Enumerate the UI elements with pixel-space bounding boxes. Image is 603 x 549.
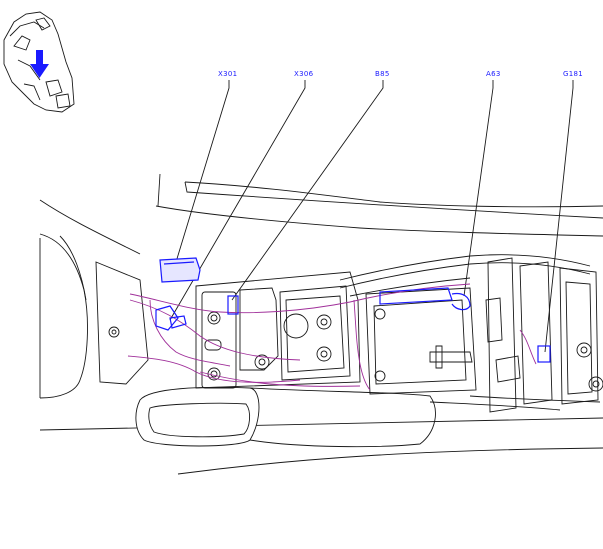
- component-b85: [227, 295, 239, 315]
- locator-thumbnail: [3, 11, 75, 113]
- leader-b85: [231, 80, 384, 301]
- component-a63: [379, 287, 471, 311]
- callout-a63: A63: [486, 70, 501, 78]
- leader-x301: [175, 80, 230, 263]
- down-arrow-icon: [30, 50, 49, 78]
- callout-x301: X301: [218, 70, 237, 78]
- callout-g181: G181: [563, 70, 583, 78]
- callout-b85: B85: [375, 70, 390, 78]
- leader-a63: [463, 80, 494, 297]
- component-x301: [159, 257, 201, 283]
- callout-x306: X306: [294, 70, 314, 78]
- leader-g181: [544, 80, 574, 353]
- component-g181: [537, 345, 551, 363]
- component-x306: [155, 305, 187, 331]
- leader-x306: [169, 80, 306, 321]
- vehicle-line-art: [39, 173, 603, 475]
